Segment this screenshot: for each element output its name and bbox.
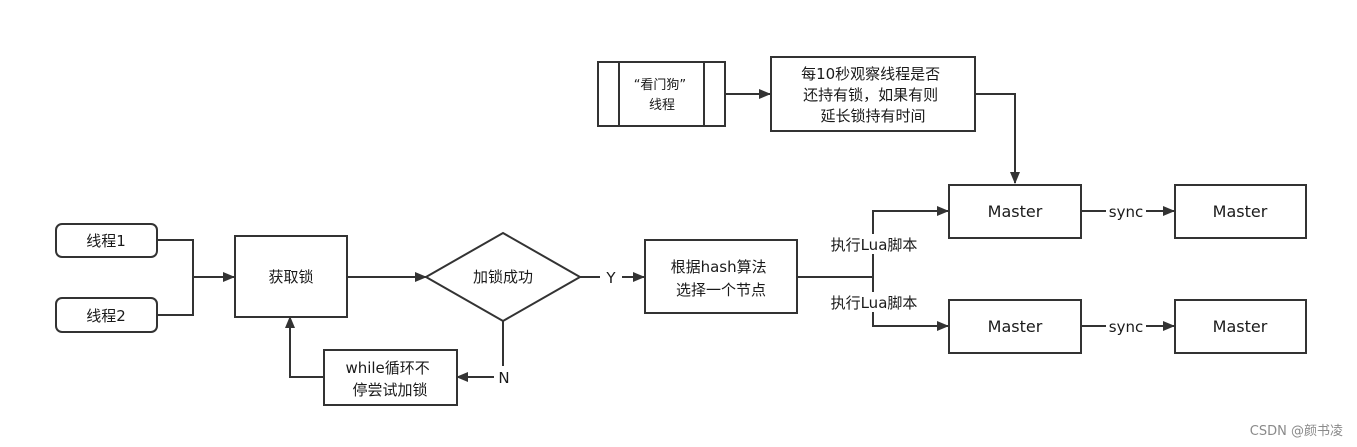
node-thread1: 线程1 <box>55 223 158 258</box>
select-line-1: 根据hash算法 <box>671 258 767 276</box>
retry-line-1: while循环不 <box>345 359 429 377</box>
master-bottom-left-label: Master <box>988 317 1043 336</box>
edge-label-no: N <box>498 369 509 387</box>
edge-thread1-merge <box>157 239 194 277</box>
retry-line-2: 停尝试加锁 <box>352 381 427 399</box>
svg-text:每10秒观察线程是否 还持有锁，如果有则: 每10秒观察线程是否 还持有锁，如果有则 延长锁持有时间 <box>801 65 945 125</box>
master-top-right-label: Master <box>1213 202 1268 221</box>
node-watchdog: “看门狗” 线程 <box>597 61 726 127</box>
node-retry: while循环不 停尝试加锁 <box>323 349 458 406</box>
thread1-label: 线程1 <box>86 232 126 250</box>
edge-observe-to-master <box>975 93 1020 184</box>
node-master-bottom-right: Master <box>1174 299 1307 354</box>
node-select: 根据hash算法 选择一个节点 <box>644 239 798 314</box>
node-acquire-lock: 获取锁 <box>234 235 348 318</box>
edge-label-lua-top: 执行Lua脚本 <box>831 236 918 254</box>
node-decision: 加锁成功 <box>423 231 583 323</box>
node-master-bottom-left: Master <box>948 299 1082 354</box>
observe-line-3: 延长锁持有时间 <box>820 107 925 125</box>
observe-line-1: 每10秒观察线程是否 <box>801 65 940 83</box>
observe-line-2: 还持有锁，如果有则 <box>803 86 938 104</box>
select-line-2: 选择一个节点 <box>676 281 766 299</box>
watchdog-line-1: “看门狗” <box>634 77 686 93</box>
edge-label-yes: Y <box>605 269 616 287</box>
edge-select-to-master-top <box>872 206 949 277</box>
master-bottom-right-label: Master <box>1213 317 1268 336</box>
svg-text:根据hash算法 选择一个节点: 根据hash算法 选择一个节点 <box>671 258 772 299</box>
decision-label: 加锁成功 <box>473 268 533 286</box>
node-master-top-right: Master <box>1174 184 1307 239</box>
watchdog-line-2: 线程 <box>649 98 675 113</box>
edge-label-sync-bottom: sync <box>1109 318 1143 336</box>
svg-text:while循环不 停尝试加锁: while循环不 停尝试加锁 <box>345 359 434 399</box>
acquire-lock-label: 获取锁 <box>268 268 313 286</box>
edge-retry-to-acquire <box>285 316 324 378</box>
edge-label-sync-top: sync <box>1109 203 1143 221</box>
node-observe: 每10秒观察线程是否 还持有锁，如果有则 延长锁持有时间 <box>770 56 976 132</box>
thread2-label: 线程2 <box>86 307 126 325</box>
edge-thread2-merge <box>157 277 194 316</box>
edge-label-lua-bottom: 执行Lua脚本 <box>831 294 918 312</box>
svg-text:“看门狗” 线程: “看门狗” 线程 <box>634 77 691 113</box>
node-master-top-left: Master <box>948 184 1082 239</box>
watermark: CSDN @颜书凌 <box>1249 424 1343 439</box>
master-top-left-label: Master <box>988 202 1043 221</box>
node-thread2: 线程2 <box>55 297 158 333</box>
